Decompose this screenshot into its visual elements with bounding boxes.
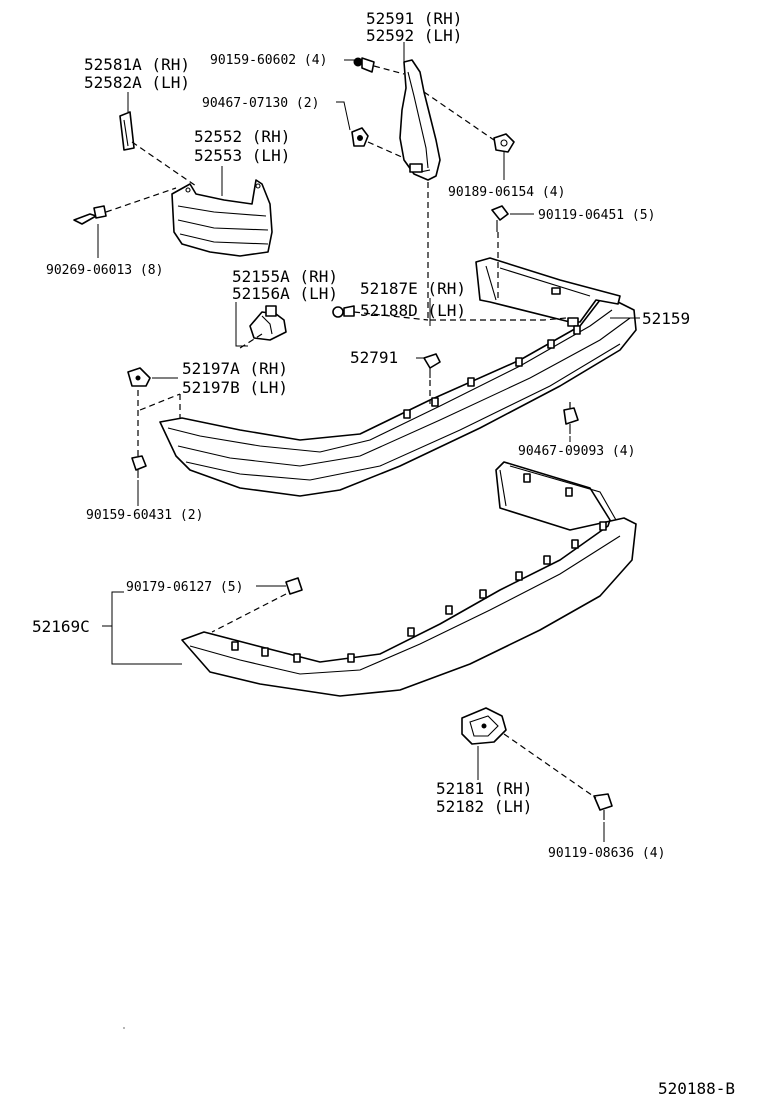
part-labels: 52591 (RH) 52592 (LH) 90159-60602 (4) 52…	[32, 9, 735, 1098]
screw-90159-60602	[353, 57, 375, 73]
clip-52187E	[332, 305, 355, 318]
label-90467-07130: 90467-07130 (2)	[202, 96, 319, 111]
label-52155A: 52155A (RH)	[232, 267, 338, 286]
label-52182: 52182 (LH)	[436, 797, 532, 816]
label-90159-60431: 90159-60431 (2)	[86, 508, 203, 523]
nut-90179-06127	[285, 577, 303, 595]
label-90189-06154: 90189-06154 (4)	[448, 185, 565, 200]
screw-90159-60431	[131, 455, 147, 478]
label-52187E: 52187E (RH)	[360, 279, 466, 298]
retainer-52155A	[249, 305, 287, 341]
clip-90467-09093	[563, 407, 579, 434]
label-90179-06127: 90179-06127 (5)	[126, 580, 243, 595]
leader-lines	[97, 42, 640, 842]
bracket-52181	[461, 707, 507, 745]
figure-code: 520188-B	[658, 1079, 735, 1098]
clip-90467-07130	[351, 127, 369, 147]
label-52197B: 52197B (LH)	[182, 378, 288, 397]
bumper-reinforcement-52159	[159, 257, 637, 497]
label-52188D: 52188D (LH)	[360, 301, 466, 320]
label-52591: 52591 (RH)	[366, 9, 462, 28]
label-52582A: 52582A (LH)	[84, 73, 190, 92]
label-90467-09093: 90467-09093 (4)	[518, 444, 635, 459]
nut-90189-06154	[493, 133, 515, 153]
label-52581A: 52581A (RH)	[84, 55, 190, 74]
label-52169C: 52169C	[32, 617, 90, 636]
assembly-lines	[105, 65, 597, 799]
label-52156A: 52156A (LH)	[232, 284, 338, 303]
label-52791: 52791	[350, 348, 398, 367]
label-52159: 52159	[642, 309, 690, 328]
label-90159-60602: 90159-60602 (4)	[210, 53, 327, 68]
rivet-90269-06013	[73, 205, 107, 225]
label-52181: 52181 (RH)	[436, 779, 532, 798]
speck-dot	[123, 1027, 125, 1029]
label-52553: 52553 (LH)	[194, 146, 290, 165]
bolt-90119-06451	[491, 205, 509, 232]
label-52197A: 52197A (RH)	[182, 359, 288, 378]
plug-52791	[423, 353, 441, 378]
label-90119-06451: 90119-06451 (5)	[538, 208, 655, 223]
label-90269-06013: 90269-06013 (8)	[46, 263, 163, 278]
label-90119-08636: 90119-08636 (4)	[548, 846, 665, 861]
pad-52581A	[119, 111, 135, 151]
side-bracket-52591	[399, 59, 441, 181]
retainer-52197A	[127, 367, 151, 387]
bolt-90119-08636	[593, 793, 613, 820]
label-52552: 52552 (RH)	[194, 127, 290, 146]
extension-52552	[171, 179, 273, 257]
label-52592: 52592 (LH)	[366, 26, 462, 45]
bumper-cover-52169C	[181, 461, 637, 697]
